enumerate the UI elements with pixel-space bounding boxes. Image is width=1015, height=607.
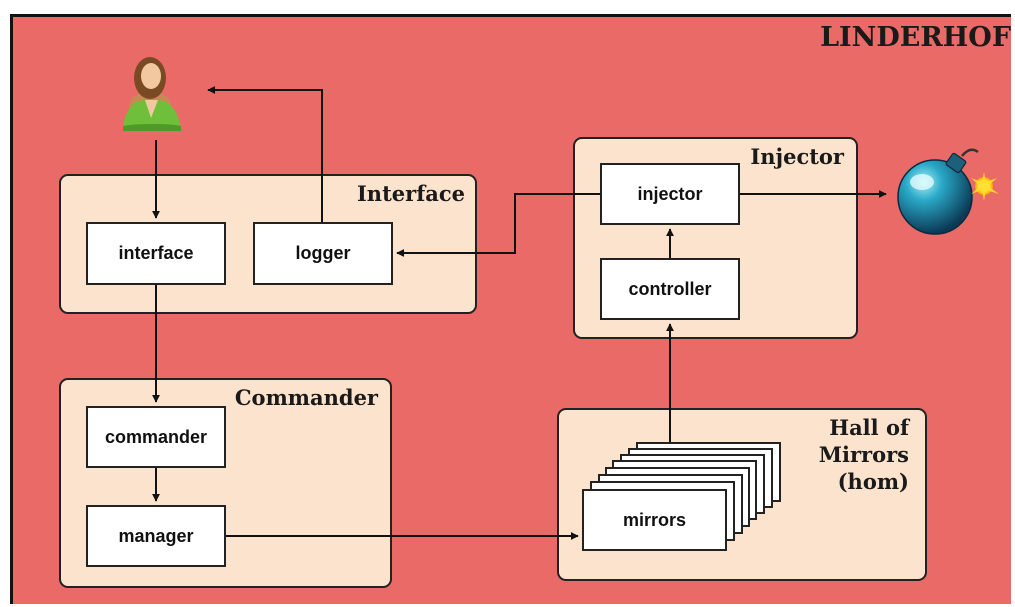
diagram-title: LINDERHOF — [820, 22, 1011, 53]
hom-title-line-2: Mirrors — [818, 442, 909, 467]
injector-panel-title: Injector — [750, 144, 844, 169]
hom-title-line-1: Hall of — [829, 415, 909, 440]
interface-node[interactable]: interface — [86, 222, 226, 285]
interface-panel-title: Interface — [356, 181, 465, 206]
commander-node[interactable]: commander — [86, 406, 226, 468]
controller-node[interactable]: controller — [600, 258, 740, 320]
logger-node[interactable]: logger — [253, 222, 393, 285]
manager-node[interactable]: manager — [86, 505, 226, 567]
hom-title-line-3: (hom) — [837, 469, 909, 494]
hall-of-mirrors-panel-title: Hall of Mirrors (hom) — [819, 414, 909, 495]
mirrors-node[interactable]: mirrors — [582, 489, 727, 551]
injector-node[interactable]: injector — [600, 163, 740, 225]
commander-panel-title: Commander — [234, 385, 378, 410]
